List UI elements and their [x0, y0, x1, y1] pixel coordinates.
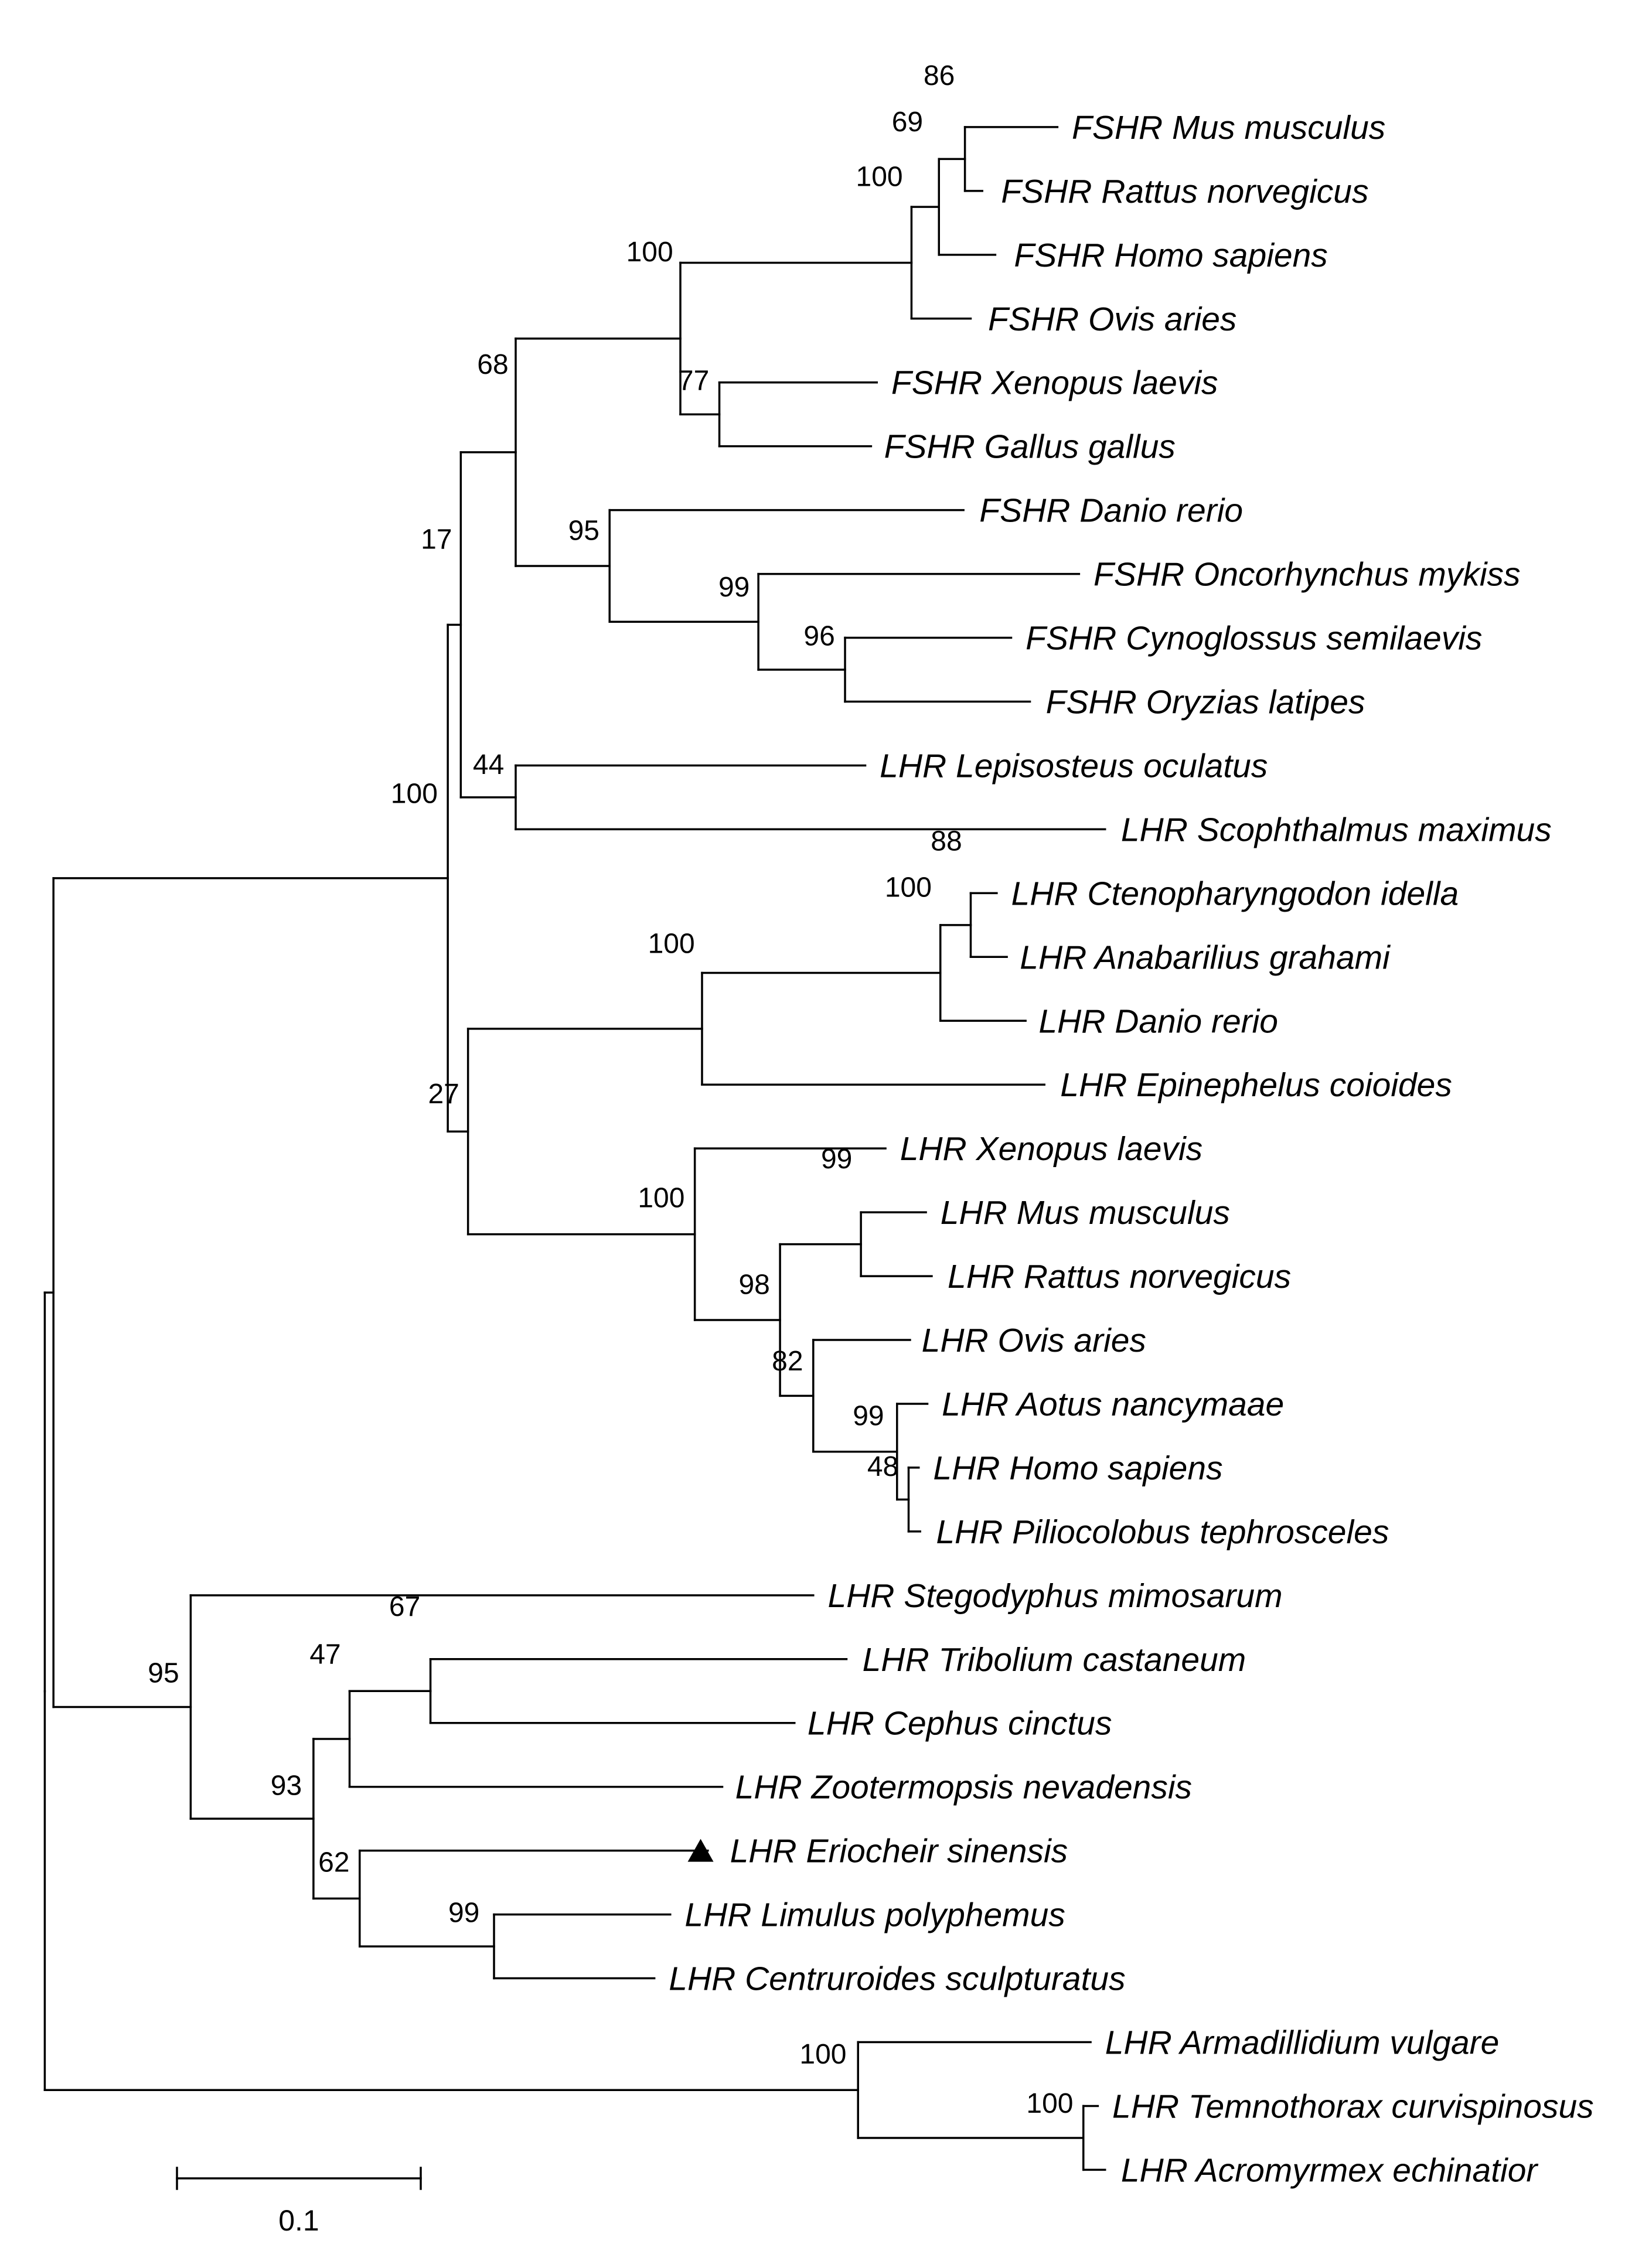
- support-value: 62: [318, 1847, 349, 1878]
- taxon-label-fshr_xenopus: FSHR Xenopus laevis: [891, 364, 1218, 402]
- support-value: 100: [626, 237, 673, 268]
- support-value: 100: [799, 2039, 846, 2070]
- support-value: 98: [738, 1269, 769, 1300]
- taxon-label-lhr_lepisosteus: LHR Lepisosteus oculatus: [880, 747, 1268, 785]
- support-value: 100: [1026, 2088, 1073, 2119]
- taxon-label-lhr_zootermopsis: LHR Zootermopsis nevadensis: [735, 1769, 1192, 1806]
- support-value: 44: [473, 749, 504, 780]
- taxon-label-fshr_gallus: FSHR Gallus gallus: [884, 428, 1176, 466]
- taxon-label-lhr_scophthalmus: LHR Scophthalmus maximus: [1121, 811, 1552, 848]
- support-value: 100: [391, 778, 438, 809]
- support-value: 100: [638, 1182, 684, 1213]
- taxon-label-lhr_homo: LHR Homo sapiens: [933, 1450, 1222, 1487]
- support-value: 100: [648, 929, 695, 960]
- taxon-label-fshr_cynoglossus: FSHR Cynoglossus semilaevis: [1026, 620, 1482, 657]
- support-value: 93: [271, 1771, 302, 1802]
- taxon-label-lhr_armadillidium: LHR Armadillidium vulgare: [1105, 2024, 1500, 2062]
- support-value: 100: [885, 872, 932, 903]
- taxon-label-lhr_limulus: LHR Limulus polyphemus: [684, 1897, 1065, 1934]
- taxon-label-lhr_ctenopharyngodon: LHR Ctenopharyngodon idella: [1011, 875, 1459, 912]
- taxon-label-lhr_stegodyphus: LHR Stegodyphus mimosarum: [827, 1577, 1282, 1615]
- taxon-label-lhr_rattus: LHR Rattus norvegicus: [948, 1258, 1291, 1295]
- taxon-label-fshr_mus: FSHR Mus musculus: [1072, 109, 1385, 146]
- support-value: 27: [428, 1079, 459, 1110]
- taxon-label-lhr_epinephelus: LHR Epinephelus coioides: [1060, 1066, 1452, 1104]
- taxon-label-lhr_eriocheir: LHR Eriocheir sinensis: [730, 1833, 1068, 1870]
- support-value: 88: [931, 826, 962, 857]
- support-value: 99: [853, 1401, 884, 1432]
- support-value: 68: [477, 349, 508, 380]
- taxon-label-lhr_anabarilius: LHR Anabarilius grahami: [1020, 939, 1391, 976]
- support-value: 67: [389, 1591, 420, 1622]
- tree-branches: [43, 126, 1106, 2171]
- support-value: 69: [892, 107, 923, 138]
- taxon-label-fshr_oryzias: FSHR Oryzias latipes: [1046, 683, 1365, 721]
- support-value: 82: [772, 1346, 803, 1377]
- highlight-triangle-icon: [687, 1839, 714, 1862]
- support-value: 95: [148, 1657, 179, 1689]
- taxon-label-lhr_ovis: LHR Ovis aries: [922, 1322, 1146, 1359]
- taxon-label-lhr_tribolium: LHR Tribolium castaneum: [863, 1641, 1246, 1679]
- support-value: 86: [924, 60, 955, 91]
- taxon-label-lhr_mus: LHR Mus musculus: [941, 1194, 1230, 1232]
- support-value: 47: [309, 1639, 340, 1670]
- taxon-label-lhr_piliocolobus: LHR Piliocolobus tephrosceles: [936, 1513, 1389, 1551]
- support-value: 17: [421, 524, 452, 555]
- taxon-label-fshr_ovis: FSHR Ovis aries: [988, 301, 1236, 338]
- support-value: 48: [867, 1451, 898, 1482]
- taxon-label-fshr_rattus: FSHR Rattus norvegicus: [1001, 173, 1368, 210]
- taxon-label-fshr_danio: FSHR Danio rerio: [979, 492, 1243, 530]
- support-value: 100: [856, 162, 903, 193]
- taxon-label-lhr_aotus: LHR Aotus nancymaae: [942, 1386, 1284, 1423]
- scale-bar: 0.1: [176, 2167, 422, 2237]
- taxon-label-lhr_acromyrmex: LHR Acromyrmex echinatior: [1121, 2151, 1539, 2189]
- taxon-label-lhr_cephus: LHR Cephus cinctus: [808, 1705, 1112, 1742]
- support-value: 77: [678, 365, 709, 396]
- scale-bar-label: 0.1: [278, 2204, 319, 2237]
- taxon-label-fshr_homo: FSHR Homo sapiens: [1014, 237, 1327, 274]
- support-value: 95: [568, 516, 599, 547]
- taxon-label-lhr_danio: LHR Danio rerio: [1038, 1002, 1278, 1040]
- support-value: 99: [821, 1144, 852, 1175]
- support-value: 99: [718, 572, 750, 603]
- support-value: 99: [448, 1898, 479, 1929]
- taxon-label-lhr_xenopus: LHR Xenopus laevis: [900, 1130, 1202, 1168]
- support-value: 96: [803, 621, 834, 652]
- taxon-label-fshr_oncorhynchus: FSHR Oncorhynchus mykiss: [1093, 556, 1521, 594]
- taxon-label-lhr_temnothorax: LHR Temnothorax curvispinosus: [1112, 2088, 1594, 2125]
- taxon-label-lhr_centruroides: LHR Centruroides sculpturatus: [669, 1960, 1125, 1998]
